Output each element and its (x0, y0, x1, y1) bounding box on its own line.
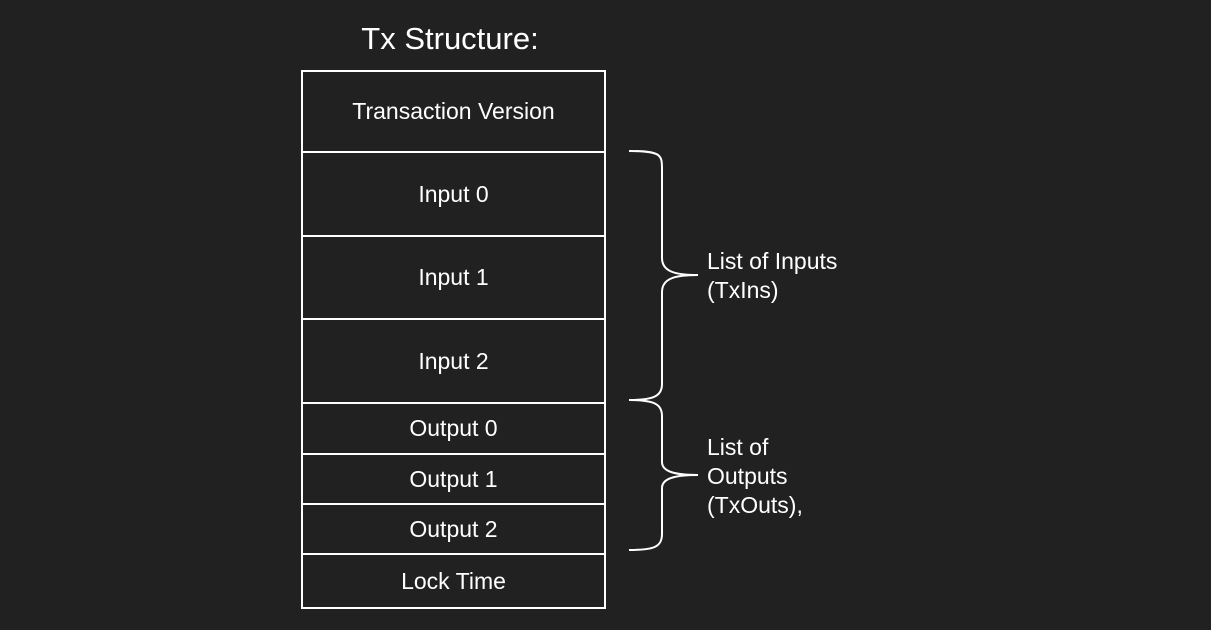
field-output-2: Output 2 (303, 503, 604, 553)
field-input-0: Input 0 (303, 151, 604, 235)
outputs-label-line2: Outputs (707, 463, 788, 489)
field-transaction-version: Transaction Version (352, 98, 555, 124)
inputs-label-line2: (TxIns) (707, 277, 779, 303)
field-input-2: Input 2 (303, 318, 604, 402)
diagram-title: Tx Structure: (361, 21, 539, 56)
outputs-label-line1: List of (707, 434, 769, 460)
field-input-1: Input 1 (303, 235, 604, 318)
field-output-0: Output 0 (303, 402, 604, 453)
inputs-group-label: List of Inputs (TxIns) (707, 247, 837, 305)
inputs-label-line1: List of Inputs (707, 248, 838, 274)
outputs-brace (628, 399, 699, 551)
outputs-group-label: List of Outputs (TxOuts), (707, 433, 803, 520)
outputs-label-line3: (TxOuts), (707, 492, 803, 518)
field-output-1: Output 1 (303, 453, 604, 503)
inputs-brace (628, 150, 699, 401)
tx-structure-box: Transaction Version Input 0 Input 1 Inpu… (301, 70, 606, 609)
field-lock-time: Lock Time (303, 553, 604, 607)
